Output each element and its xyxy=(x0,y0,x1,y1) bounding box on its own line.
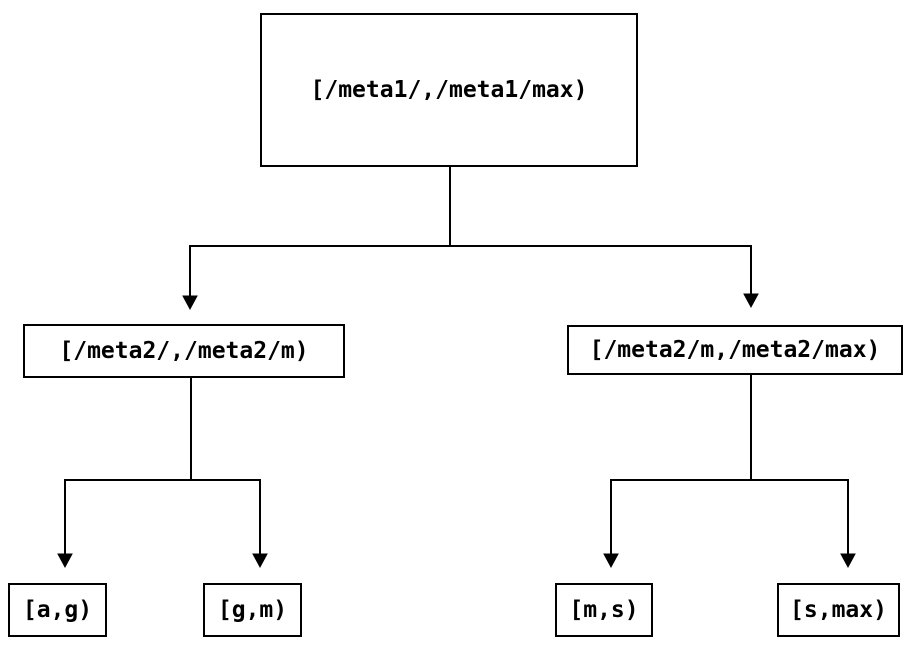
arrowhead xyxy=(603,553,619,569)
node-leaf-ms: [m,s) xyxy=(555,583,653,637)
node-left-mid: [/meta2/,/meta2/m) xyxy=(23,324,345,378)
arrowhead xyxy=(182,295,198,311)
node-label: [/meta1/,/meta1/max) xyxy=(310,77,588,103)
node-label: [/meta2/m,/meta2/max) xyxy=(589,337,881,363)
node-right-mid: [/meta2/m,/meta2/max) xyxy=(567,325,903,375)
node-root: [/meta1/,/meta1/max) xyxy=(260,13,638,167)
node-leaf-ag: [a,g) xyxy=(8,583,107,637)
arrowhead xyxy=(840,553,856,569)
edge-root-to-children xyxy=(182,167,759,311)
node-leaf-smax: [s,max) xyxy=(777,583,900,637)
edge-right-mid-to-leaves xyxy=(603,375,856,569)
node-label: [s,max) xyxy=(790,597,887,623)
arrowhead xyxy=(252,553,268,569)
node-label: [/meta2/,/meta2/m) xyxy=(59,338,309,364)
node-label: [m,s) xyxy=(569,597,639,623)
arrowhead xyxy=(743,293,759,309)
node-label: [a,g) xyxy=(22,597,93,623)
edge-left-mid-to-leaves xyxy=(57,378,268,569)
node-leaf-gm: [g,m) xyxy=(203,583,302,637)
node-label: [g,m) xyxy=(217,597,288,623)
arrowhead xyxy=(57,553,73,569)
